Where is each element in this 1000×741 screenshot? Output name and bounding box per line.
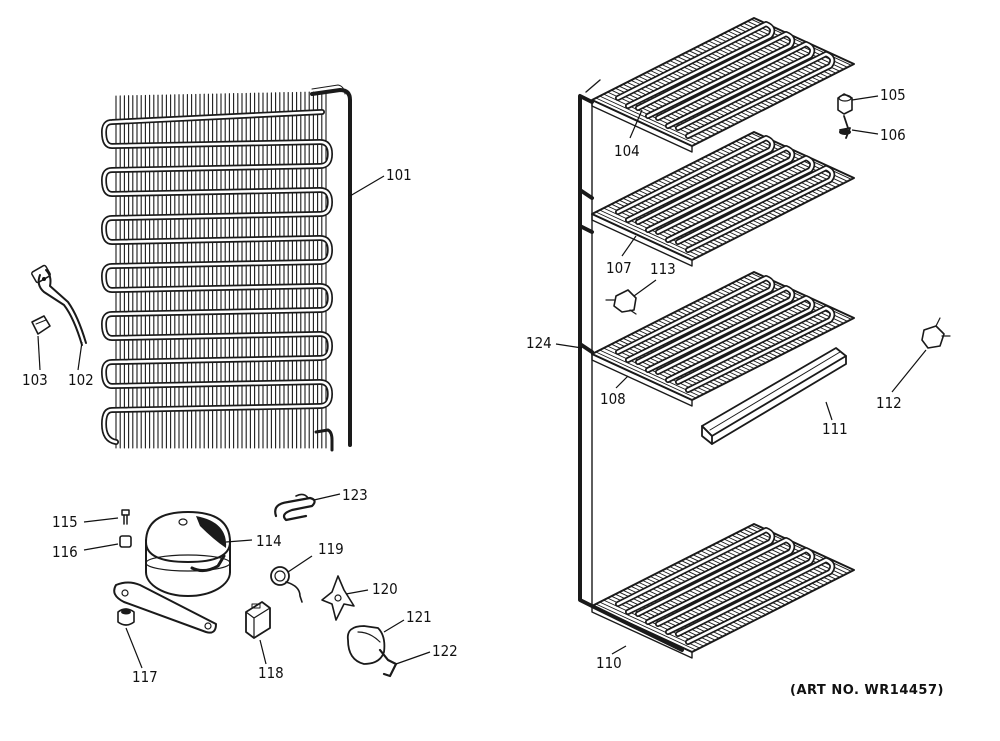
overload-protector [270, 566, 303, 603]
label-124: 124 [526, 334, 552, 352]
label-121: 121 [406, 608, 432, 626]
evaporator-shelf-top [591, 17, 855, 153]
label-119: 119 [318, 540, 344, 558]
end-cap-right [921, 317, 951, 349]
shelf-screw [839, 115, 851, 139]
compressor-bolt [121, 509, 130, 525]
label-108: 108 [600, 390, 626, 408]
label-120: 120 [372, 580, 398, 598]
label-110: 110 [596, 654, 622, 672]
label-114: 114 [256, 532, 282, 550]
power-cord [31, 264, 87, 346]
grommet-large [117, 608, 135, 626]
label-117: 117 [132, 668, 158, 686]
label-113: 113 [650, 260, 676, 278]
grommet-small [119, 535, 132, 548]
art-number: (ART NO. WR14457) [790, 683, 944, 698]
label-107: 107 [606, 259, 632, 277]
terminal-cover [346, 625, 386, 665]
cover-clip [378, 648, 398, 678]
label-115: 115 [52, 513, 78, 531]
wire-connector [31, 315, 51, 335]
mounting-plate [321, 575, 355, 621]
label-103: 103 [22, 371, 48, 389]
label-105: 105 [880, 86, 906, 104]
evaporator-shelf-second [591, 131, 855, 267]
label-102: 102 [68, 371, 94, 389]
label-112: 112 [876, 394, 902, 412]
label-123: 123 [342, 486, 368, 504]
label-104: 104 [614, 142, 640, 160]
compressor [113, 511, 231, 634]
label-106: 106 [880, 126, 906, 144]
shelf-nut [837, 93, 853, 115]
label-122: 122 [432, 642, 458, 660]
label-111: 111 [822, 420, 848, 438]
label-118: 118 [258, 664, 284, 682]
condenser-coil [101, 84, 352, 452]
leader-lines [37, 95, 927, 669]
evaporator-shelf-third [591, 271, 855, 407]
label-116: 116 [52, 543, 78, 561]
part-labels: 101 102 103 104 105 106 107 108 110 111 … [22, 86, 944, 698]
tubing-clip [274, 493, 316, 522]
shelf-trim-strip [701, 347, 847, 445]
end-cap-left [605, 289, 637, 315]
label-101: 101 [386, 166, 412, 184]
evaporator-frame [578, 79, 684, 652]
evaporator-shelf-bottom [591, 523, 855, 659]
start-relay [245, 601, 271, 639]
